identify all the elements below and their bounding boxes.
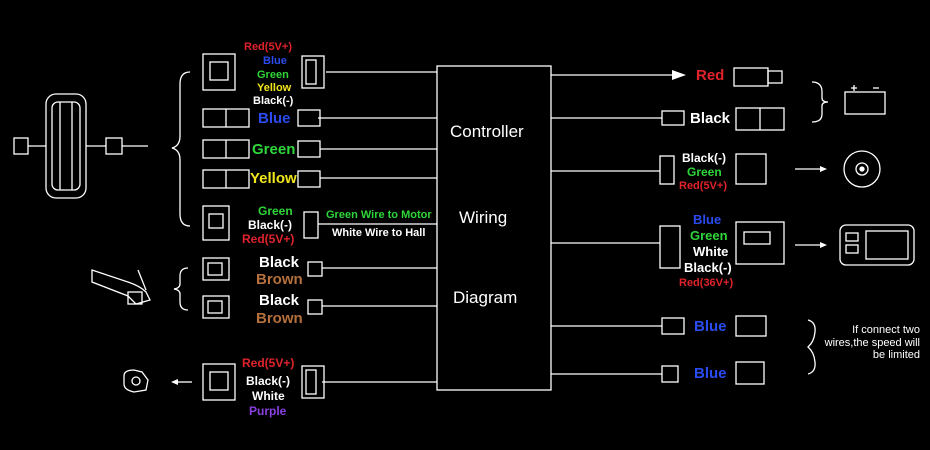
white-wire-to-hall-label: White Wire to Hall [332,227,426,239]
hub-motor-shape [13,93,148,199]
display-icon [839,224,915,266]
speed-limit-note: If connect two wires,the speed will be l… [824,324,920,362]
pas-black-label: Black(-) [682,151,727,165]
brake1-brown-label: Brown [256,271,303,288]
pas-green-label: Green [687,165,722,179]
motor-blue-label: Blue [263,55,287,67]
brake-lever-shape [91,269,151,305]
battery-red-label: Red [696,67,725,84]
right-connectors [659,67,785,385]
throttle-red-5v-label: Red(5V+) [242,356,295,370]
motor-yellow-label: Yellow [257,82,292,94]
pas-sensor-icon [843,150,881,188]
display-red-36v-label: Red(36V+) [679,277,734,289]
brake2-black-label: Black [259,292,300,309]
hall-black-label: Black(-) [248,218,293,232]
battery-icon-shape [844,91,886,115]
throttle-black-label: Black(-) [246,374,291,388]
phase-blue-label: Blue [258,110,291,127]
phase-yellow-label: Yellow [250,170,297,187]
display-white-label: White [693,244,729,259]
left-connectors [202,53,325,401]
motor-green-label: Green [257,69,289,81]
throttle-shape [123,369,149,393]
throttle-icon [122,368,150,394]
brake1-black-label: Black [259,254,300,271]
display-green-label: Green [690,228,728,243]
diagram-label: Diagram [453,288,518,307]
display-black-label: Black(-) [684,260,732,275]
hall-green-label: Green [258,204,293,218]
battery-icon [844,84,886,116]
speed-blue-1-label: Blue [694,318,727,335]
controller-box [436,65,552,391]
hub-motor-icon [14,94,150,198]
hall-red-5v-label: Red(5V+) [242,232,295,246]
motor-red-5v-label: Red(5V+) [244,41,292,53]
phase-green-label: Green [252,141,296,158]
brake-lever-icon [90,268,152,306]
throttle-purple-label: Purple [249,404,287,418]
green-wire-to-motor-label: Green Wire to Motor [326,209,432,221]
wiring-label: Wiring [459,208,508,227]
controller-label: Controller [450,122,524,141]
battery-black-label: Black [690,110,731,127]
brake2-brown-label: Brown [256,310,303,327]
display-blue-label: Blue [693,212,722,227]
speed-blue-2-label: Blue [694,365,727,382]
pas-red-5v-label: Red(5V+) [679,180,727,192]
throttle-white-label: White [252,389,285,403]
motor-black-label: Black(-) [253,95,294,107]
